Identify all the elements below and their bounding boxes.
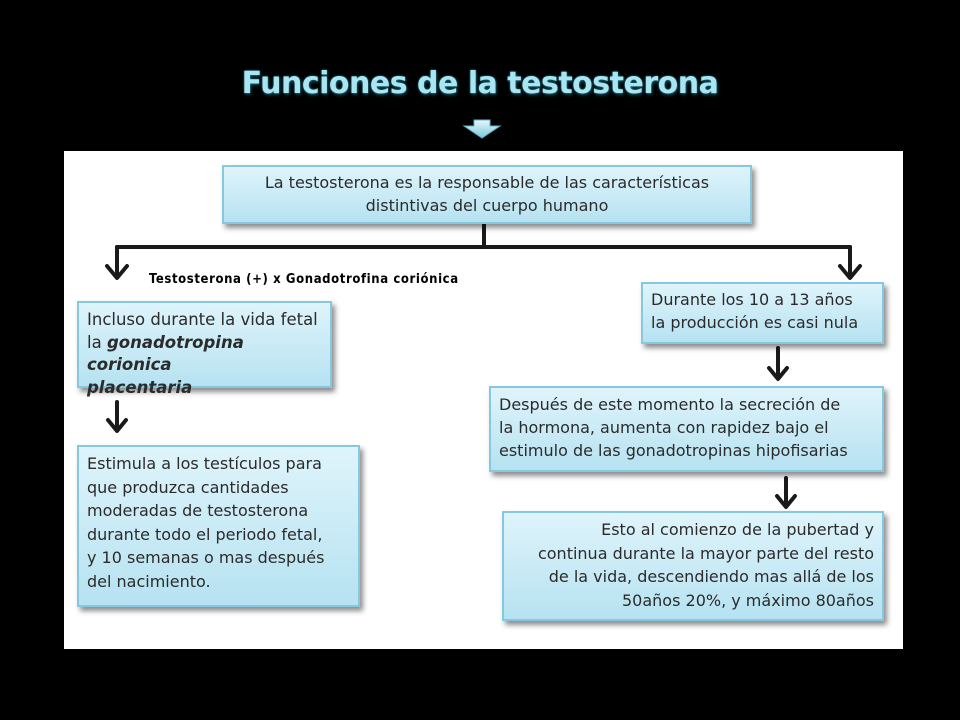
secretion-increase-box: Después de este momento la secreción de … xyxy=(489,386,884,472)
null-production-box: Durante los 10 a 13 años la producción e… xyxy=(641,282,884,344)
title-down-arrow-icon xyxy=(462,119,502,139)
annotation-text: Testosterona (+) x Gonadotrofina corióni… xyxy=(149,272,459,287)
fetal-line-1: Incluso durante la vida fetal xyxy=(87,310,318,329)
slide-title: Funciones de la testosterona xyxy=(241,66,719,101)
fetal-line-2-prefix: la xyxy=(87,332,107,352)
summary-box: La testosterona es la responsable de las… xyxy=(222,165,752,224)
gonadotropin-emphasis: gonadotropina corionica placentaria xyxy=(87,332,244,397)
fetal-life-box: Incluso durante la vida fetal la gonadot… xyxy=(77,301,332,397)
puberty-box: Esto al comienzo de la pubertad y contin… xyxy=(502,511,884,621)
stimulates-testicles-box: Estimula a los testículos para que produ… xyxy=(77,445,360,607)
